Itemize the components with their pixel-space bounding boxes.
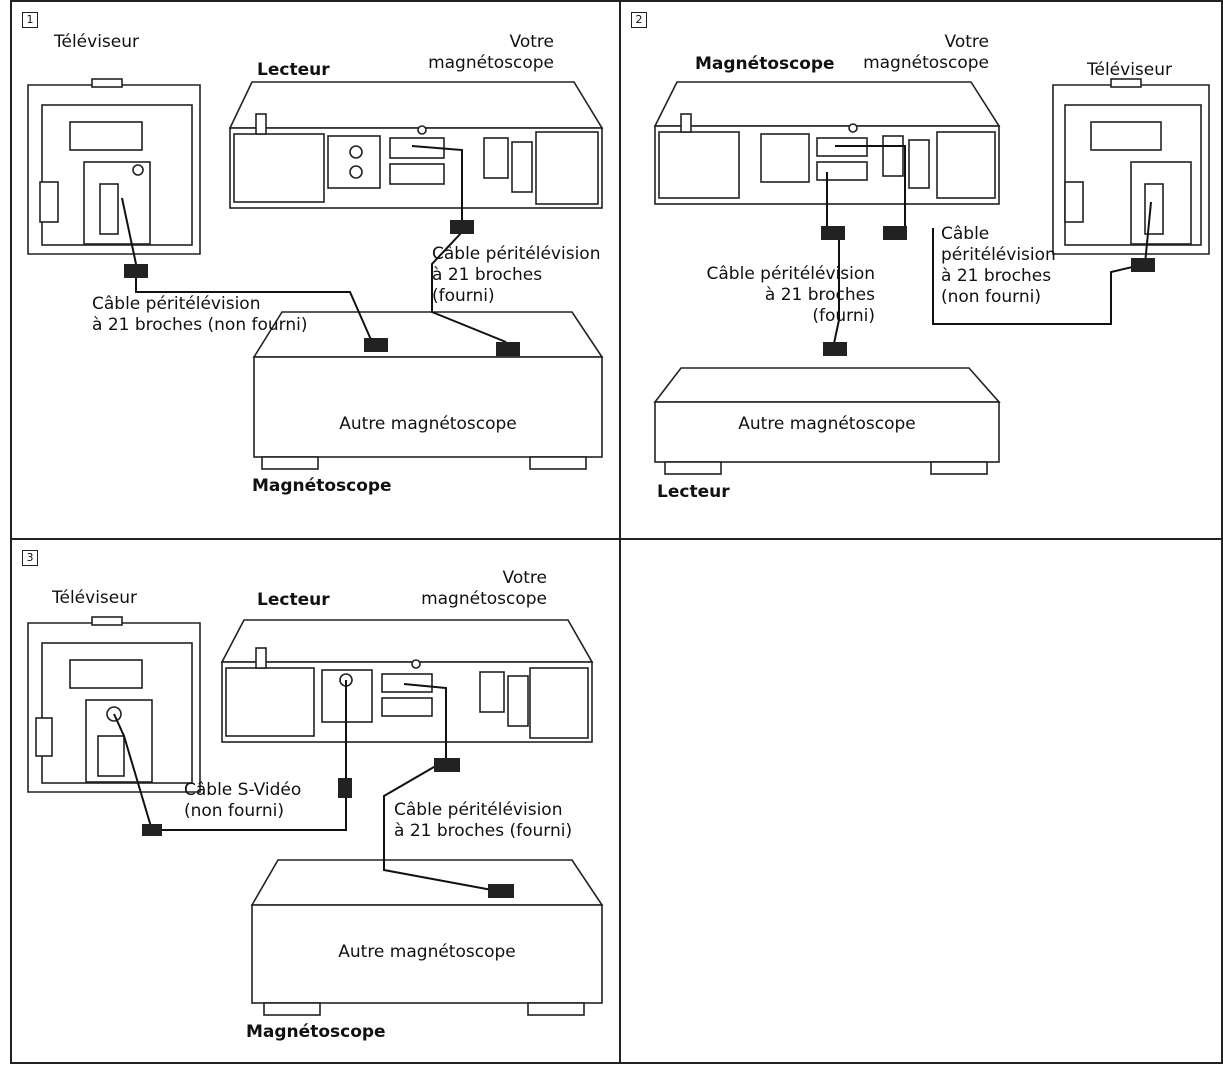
panel-2-drawing <box>653 78 1210 475</box>
tv-label: Téléviseur <box>54 32 139 52</box>
panel-1: 1 Téléviseur Lecteur Votre magnétoscope … <box>10 0 621 540</box>
panel-number: 2 <box>631 12 647 28</box>
cable-b-label: Câble péritélévision à 21 broches (fourn… <box>394 800 573 841</box>
cable-a-label: Câble péritélévision à 21 broches (non f… <box>92 294 308 335</box>
your-vcr-drawing <box>653 81 1001 205</box>
other-vcr-label: Autre magnétoscope <box>338 942 516 962</box>
role-bottom-label: Magnétoscope <box>252 476 392 496</box>
panel-2: 2 Magnétoscope Votre magnétoscope Télévi… <box>619 0 1223 540</box>
other-vcr-drawing <box>250 859 604 1016</box>
tv-rear-drawing <box>27 616 201 793</box>
cable-a-label: Câble péritélévision à 21 broches (fourn… <box>706 264 875 326</box>
your-vcr-drawing <box>228 81 604 209</box>
your-vcr-drawing <box>220 619 594 743</box>
your-vcr-label: Votre magnétoscope <box>421 568 547 609</box>
panel-3-drawing <box>27 616 604 1016</box>
panel-number: 3 <box>22 550 38 566</box>
tv-label: Téléviseur <box>1087 60 1172 80</box>
role-top-label: Lecteur <box>257 590 330 610</box>
tv-rear-drawing <box>27 78 201 255</box>
tv-label: Téléviseur <box>52 588 137 608</box>
role-top-label: Magnétoscope <box>695 54 835 74</box>
other-vcr-label: Autre magnétoscope <box>738 414 916 434</box>
your-vcr-label: Votre magnétoscope <box>428 32 554 73</box>
cable-b-label: Câble péritélévision à 21 broches (fourn… <box>432 244 601 306</box>
other-vcr-label: Autre magnétoscope <box>339 414 517 434</box>
role-bottom-label: Magnétoscope <box>246 1022 386 1042</box>
your-vcr-label: Votre magnétoscope <box>863 32 989 73</box>
panel-empty <box>619 538 1223 1064</box>
panel-number: 1 <box>22 12 38 28</box>
panel-1-drawing <box>27 78 604 470</box>
role-bottom-label: Lecteur <box>657 482 730 502</box>
tv-rear-drawing <box>1052 78 1210 255</box>
other-vcr-drawing <box>653 367 1001 475</box>
role-top-label: Lecteur <box>257 60 330 80</box>
cable-b-label: Câble péritélévision à 21 broches (non f… <box>941 224 1056 307</box>
cable-a-label: Câble S-Vidéo (non fourni) <box>184 780 302 821</box>
panel-3: 3 Téléviseur Lecteur Votre magnétoscope … <box>10 538 621 1064</box>
